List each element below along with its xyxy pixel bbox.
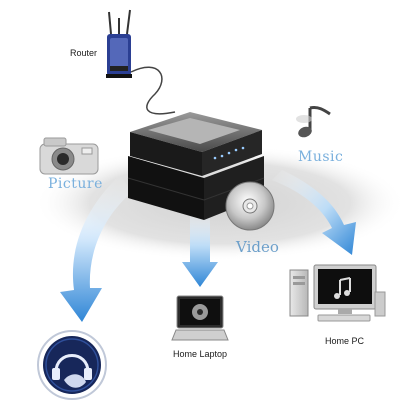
- arrow-to-laptop: [182, 205, 218, 287]
- label-home-laptop: Home Laptop: [173, 349, 228, 359]
- label-video: Video: [236, 238, 279, 256]
- headphones-badge-icon: [37, 330, 107, 400]
- arrow-to-storage: [60, 175, 132, 322]
- router-cable: [130, 66, 176, 115]
- desktop-pc-icon: [289, 264, 386, 322]
- dvd-disc-icon: [225, 181, 275, 231]
- label-picture: Picture: [48, 176, 103, 192]
- arrow-to-pc: [272, 170, 356, 255]
- label-router: Router: [70, 48, 98, 58]
- laptop-icon: [171, 295, 229, 341]
- music-note-icon: [296, 106, 331, 138]
- label-music: Music: [298, 149, 344, 165]
- router-icon: [106, 9, 132, 78]
- camera-icon: [39, 137, 99, 175]
- label-home-pc: Home PC: [325, 336, 365, 346]
